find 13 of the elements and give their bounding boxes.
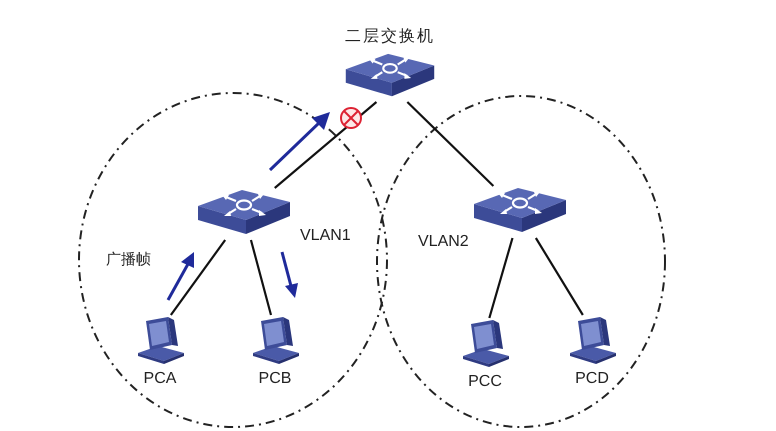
network-link (488, 238, 514, 318)
pc-label: PCD (575, 369, 609, 389)
network-link (406, 101, 494, 187)
network-link (274, 101, 378, 189)
pc-label: PCB (258, 369, 292, 389)
switch-label: 二层交换机 (345, 26, 435, 47)
vlan-label: VLAN1 (300, 227, 351, 245)
network-link (170, 239, 226, 316)
pc-label: PCC (468, 372, 502, 392)
network-link (250, 240, 272, 316)
vlan-label: VLAN2 (418, 233, 469, 251)
broadcast-frame-label: 广播帧 (106, 250, 151, 269)
pc-label: PCA (144, 369, 176, 389)
